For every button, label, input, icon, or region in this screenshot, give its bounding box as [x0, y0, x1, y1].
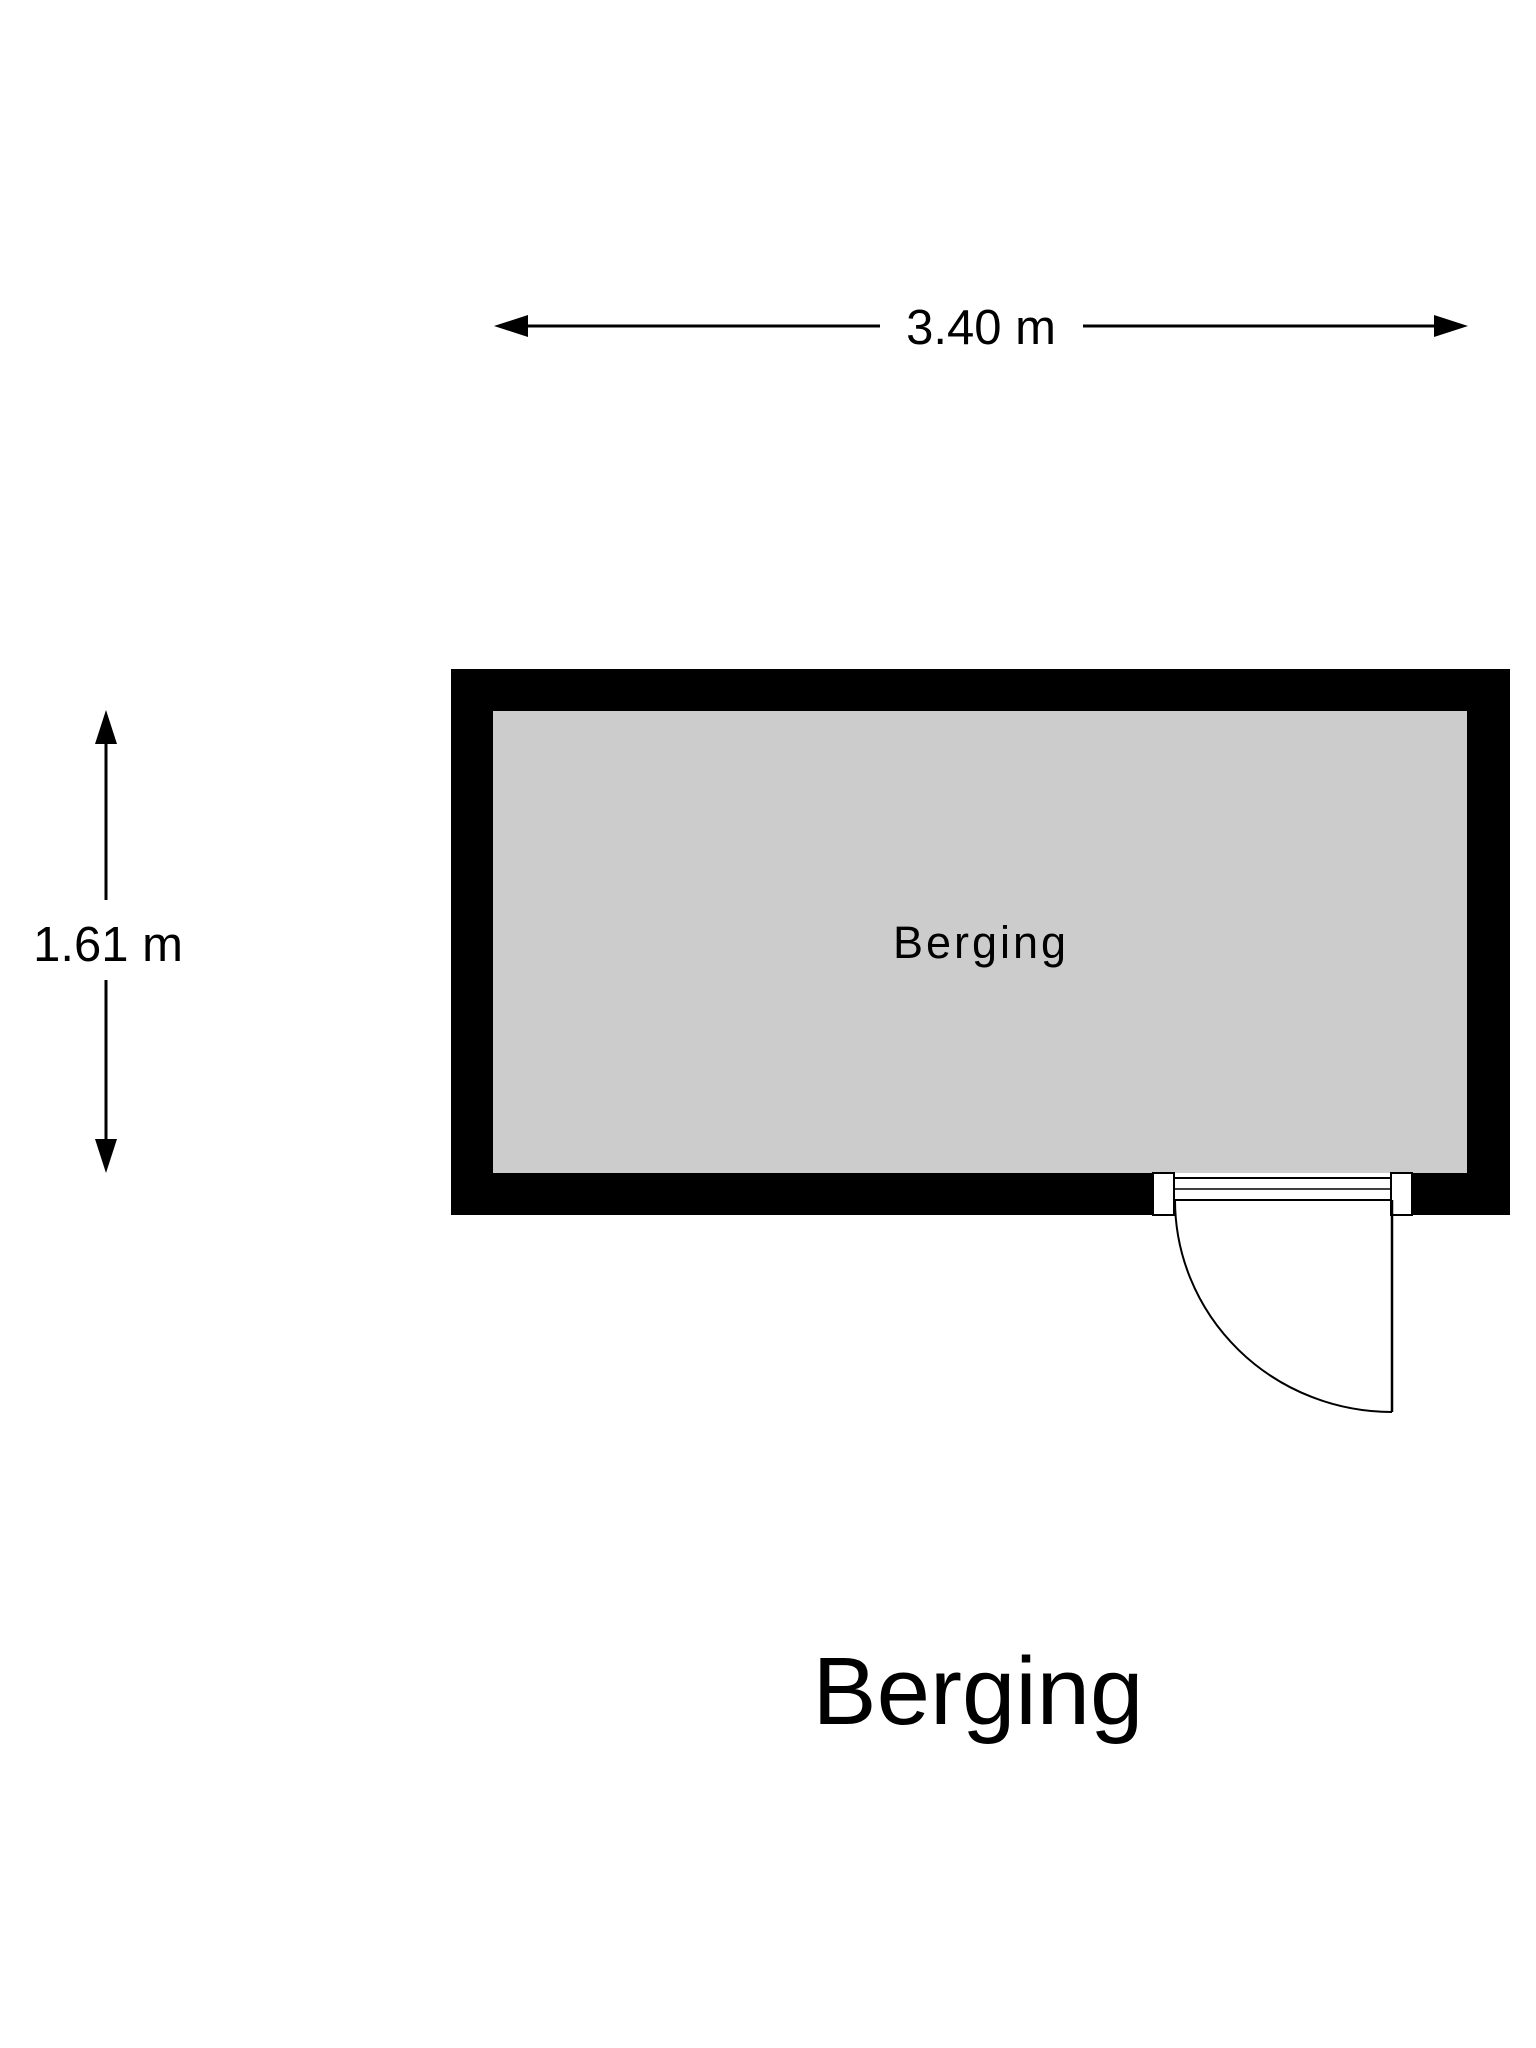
- arrow-up-icon: [95, 710, 117, 744]
- height-dimension-label: 1.61 m: [33, 918, 183, 972]
- room-berging: Berging: [451, 669, 1510, 1413]
- door-jamb-left: [1152, 1172, 1175, 1216]
- width-dimension: 3.40 m: [494, 301, 1468, 355]
- width-dimension-label: 3.40 m: [906, 301, 1056, 355]
- room-floor: [493, 711, 1467, 1173]
- wall-bottom-left: [451, 1173, 1153, 1215]
- room-label: Berging: [893, 917, 1069, 968]
- wall-left: [451, 669, 493, 1215]
- plan-title: Berging: [813, 1638, 1144, 1745]
- arrow-down-icon: [95, 1139, 117, 1173]
- arrow-left-icon: [494, 315, 528, 337]
- arrow-right-icon: [1434, 315, 1468, 337]
- wall-top: [451, 669, 1510, 711]
- wall-bottom-right: [1412, 1173, 1510, 1215]
- wall-right: [1467, 669, 1510, 1215]
- door: [1152, 1172, 1413, 1413]
- height-dimension: 1.61 m: [33, 710, 183, 1173]
- door-jamb-right: [1390, 1172, 1413, 1216]
- door-swing-arc: [1174, 1199, 1393, 1413]
